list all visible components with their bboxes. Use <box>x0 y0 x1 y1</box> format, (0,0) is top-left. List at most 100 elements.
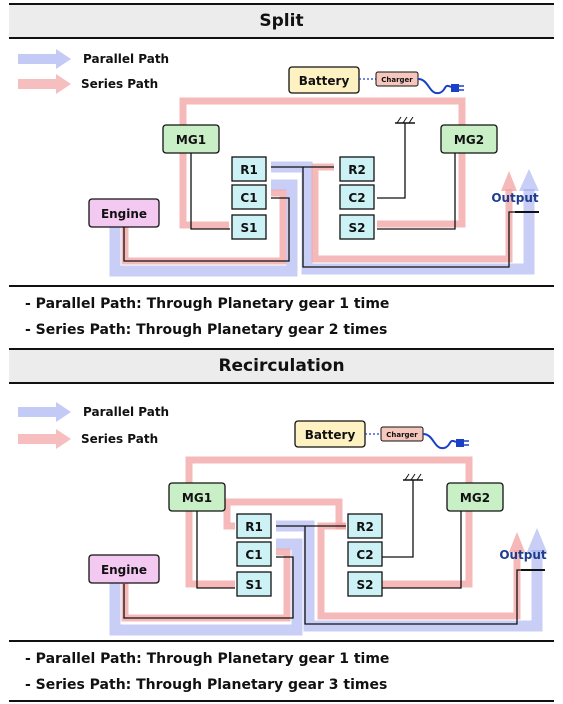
parallel-path-arrowhead <box>56 402 71 422</box>
split-notes: - Parallel Path: Through Planetary gear … <box>9 285 554 345</box>
planetary-gear-1: R1 C1 S1 <box>231 156 267 240</box>
parallel-path-output-arrow <box>527 528 547 552</box>
parallel-path-engine <box>109 179 298 277</box>
split-note-parallel: - Parallel Path: Through Planetary gear … <box>25 296 390 312</box>
r1-label: R1 <box>240 163 258 177</box>
output-label: Output <box>491 191 539 205</box>
mg1-box <box>168 482 226 512</box>
r1-box <box>231 156 267 182</box>
series-path-arrowhead <box>56 429 71 449</box>
parallel-path-output <box>276 520 543 632</box>
planetary-gear-1: R1 C1 S1 <box>236 513 272 597</box>
legend-series: Series Path <box>18 429 158 449</box>
series-path-mg-loop <box>179 97 466 229</box>
split-note-series: - Series Path: Through Planetary gear 2 … <box>25 322 388 338</box>
r1-label: R1 <box>245 520 263 534</box>
charger-cord <box>417 78 452 95</box>
split-diagram-svg: Parallel Path Series Path Battery Charge… <box>18 49 539 277</box>
panel-title-recirculation: Recirculation <box>9 348 554 384</box>
legend-series-label: Series Path <box>81 432 158 446</box>
c1-box <box>236 541 272 567</box>
series-path-output <box>317 522 521 620</box>
legend-series: Series Path <box>18 74 158 94</box>
recirculation-note-series: - Series Path: Through Planetary gear 3 … <box>25 677 388 693</box>
mg1-shaft-line <box>190 147 230 230</box>
recirculation-notes: - Parallel Path: Through Planetary gear … <box>9 640 554 702</box>
parallel-path-output <box>271 161 535 275</box>
mg2-label: MG2 <box>460 491 490 505</box>
r2-label: R2 <box>348 163 366 177</box>
plug-icon <box>456 439 469 447</box>
parallel-path-arrowhead <box>56 49 71 69</box>
legend-parallel: Parallel Path <box>18 402 169 422</box>
mg2-shaft-line <box>377 147 456 230</box>
parallel-path-swatch <box>18 54 56 64</box>
battery-box <box>288 66 360 94</box>
split-diagram: Parallel Path Series Path Battery Charge… <box>9 39 554 285</box>
legend-series-label: Series Path <box>81 77 158 91</box>
r2-box <box>339 156 375 182</box>
r2-box <box>347 513 383 539</box>
c1-label: C1 <box>245 548 262 562</box>
legend-parallel-label: Parallel Path <box>83 52 169 66</box>
engine-box <box>88 198 160 228</box>
c1-box <box>231 184 267 210</box>
s2-label: S2 <box>357 578 374 592</box>
legend-parallel-label: Parallel Path <box>83 405 169 419</box>
mg2-box <box>440 124 498 154</box>
charger-label: Charger <box>386 431 418 439</box>
r2-label: R2 <box>356 520 374 534</box>
c2-box <box>339 184 375 210</box>
engine-label: Engine <box>101 207 147 221</box>
mg1-label: MG1 <box>176 133 206 147</box>
output-shaft-line <box>304 526 531 625</box>
output-label: Output <box>499 548 547 562</box>
series-path-swatch <box>18 434 56 444</box>
series-path-swatch <box>18 79 56 89</box>
battery-label: Battery <box>305 428 356 442</box>
planetary-gear-2: R2 C2 S2 <box>339 156 375 240</box>
ground-symbol <box>395 116 415 124</box>
s1-box <box>231 214 267 240</box>
c2-ground-line <box>382 480 414 558</box>
c1-label: C1 <box>240 191 257 205</box>
parallel-path-swatch <box>18 407 56 417</box>
mg2-label: MG2 <box>454 133 484 147</box>
s2-box <box>339 214 375 240</box>
c2-box <box>347 541 383 567</box>
s1-label: S1 <box>241 221 258 235</box>
mg1-label: MG1 <box>182 491 212 505</box>
parallel-path-output-arrow <box>519 169 539 191</box>
output-shaft-line <box>302 167 525 268</box>
c2-label: C2 <box>348 191 365 205</box>
plug-icon <box>451 84 464 92</box>
series-path-output-arrow <box>509 532 525 552</box>
recirculation-diagram: Parallel Path Series Path Battery Charge… <box>9 390 554 636</box>
mg1-shaft-line <box>196 506 235 589</box>
s2-label: S2 <box>349 221 366 235</box>
series-path-mg-loop <box>185 456 473 588</box>
parallel-path-engine <box>109 538 303 636</box>
r1-box <box>236 513 272 539</box>
series-path-arrowhead <box>56 74 71 94</box>
recirculation-note-parallel: - Parallel Path: Through Planetary gear … <box>25 651 390 667</box>
c2-ground-line <box>377 123 406 199</box>
s2-box <box>347 571 383 597</box>
s1-label: S1 <box>246 578 263 592</box>
charger-label: Charger <box>381 76 413 84</box>
c2-label: C2 <box>356 548 373 562</box>
panel-title-split: Split <box>9 3 554 39</box>
charger-cord <box>422 433 457 450</box>
battery-label: Battery <box>299 74 350 88</box>
engine-shaft-line <box>123 556 294 619</box>
mg2-shaft-line <box>382 506 462 589</box>
s1-box <box>236 571 272 597</box>
ground-symbol <box>403 473 423 481</box>
mg2-box <box>446 482 504 512</box>
engine-shaft-line <box>123 197 290 262</box>
series-path-output-arrow <box>501 171 517 191</box>
mg1-box <box>162 124 220 154</box>
engine-label: Engine <box>101 563 147 577</box>
recirculation-diagram-svg: Parallel Path Series Path Battery Charge… <box>18 402 547 636</box>
planetary-gear-2: R2 C2 S2 <box>347 513 383 597</box>
